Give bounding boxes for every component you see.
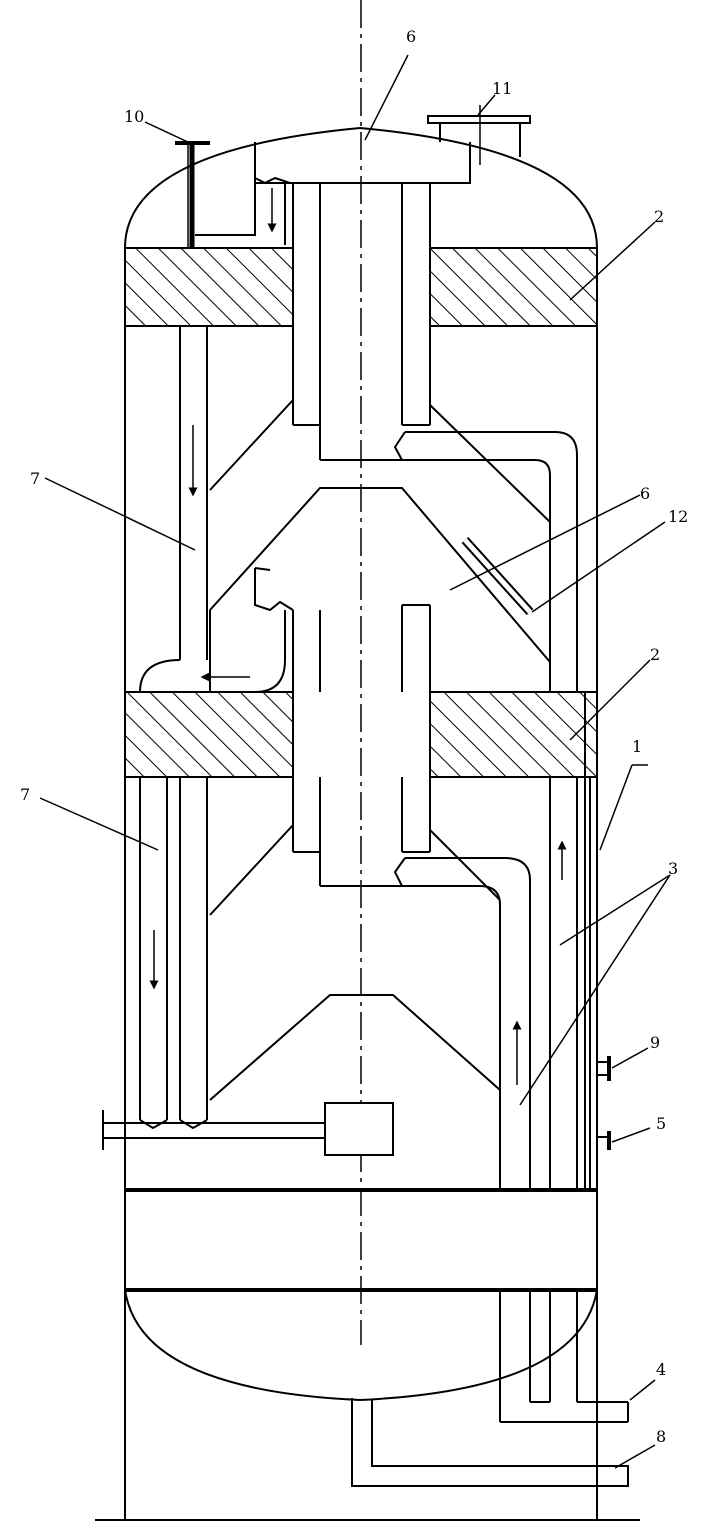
label-2-upper: 2 bbox=[654, 207, 664, 226]
thermowell-10 bbox=[175, 141, 210, 248]
outlet-pipe-4 bbox=[499, 1290, 629, 1423]
leader-lines bbox=[39, 54, 671, 1469]
label-11: 11 bbox=[492, 79, 512, 98]
label-5: 5 bbox=[656, 1114, 666, 1133]
label-1: 1 bbox=[632, 737, 642, 756]
label-6-top: 6 bbox=[406, 27, 416, 46]
nozzle-5 bbox=[597, 1131, 611, 1150]
lower-cone-left bbox=[209, 824, 294, 916]
upper-cone-left bbox=[209, 399, 294, 491]
lower-return-pipe bbox=[402, 857, 531, 1190]
label-3: 3 bbox=[668, 859, 678, 878]
lower-central-tube bbox=[292, 777, 431, 887]
bottom-inlet-with-box bbox=[102, 1102, 394, 1156]
upper-central-tube bbox=[292, 183, 431, 461]
label-4: 4 bbox=[656, 1360, 666, 1379]
label-6-middle: 6 bbox=[640, 484, 650, 503]
nozzle-11 bbox=[427, 105, 531, 165]
upper-cone-right bbox=[429, 404, 551, 523]
outlet-pipe-8 bbox=[351, 1398, 629, 1487]
label-10: 10 bbox=[124, 107, 144, 126]
label-9: 9 bbox=[650, 1033, 660, 1052]
nozzle-9 bbox=[597, 1056, 611, 1081]
top-inlet-pipe bbox=[195, 183, 286, 245]
bottom-cone bbox=[209, 994, 501, 1101]
top-distributor bbox=[254, 142, 471, 185]
label-7-upper: 7 bbox=[30, 469, 40, 488]
riser-pipes bbox=[549, 692, 591, 1190]
downcomer-lower bbox=[139, 777, 208, 1130]
catalyst-bed-lower bbox=[124, 691, 598, 778]
label-2-lower: 2 bbox=[650, 645, 660, 664]
middle-mixer bbox=[209, 487, 551, 692]
downcomer-upper bbox=[139, 326, 286, 693]
sight-glass bbox=[461, 536, 534, 616]
label-12: 12 bbox=[668, 507, 688, 526]
upper-return-pipe bbox=[402, 431, 578, 692]
label-8: 8 bbox=[656, 1427, 666, 1446]
label-7-lower: 7 bbox=[20, 785, 30, 804]
lower-cone-right bbox=[429, 829, 501, 901]
